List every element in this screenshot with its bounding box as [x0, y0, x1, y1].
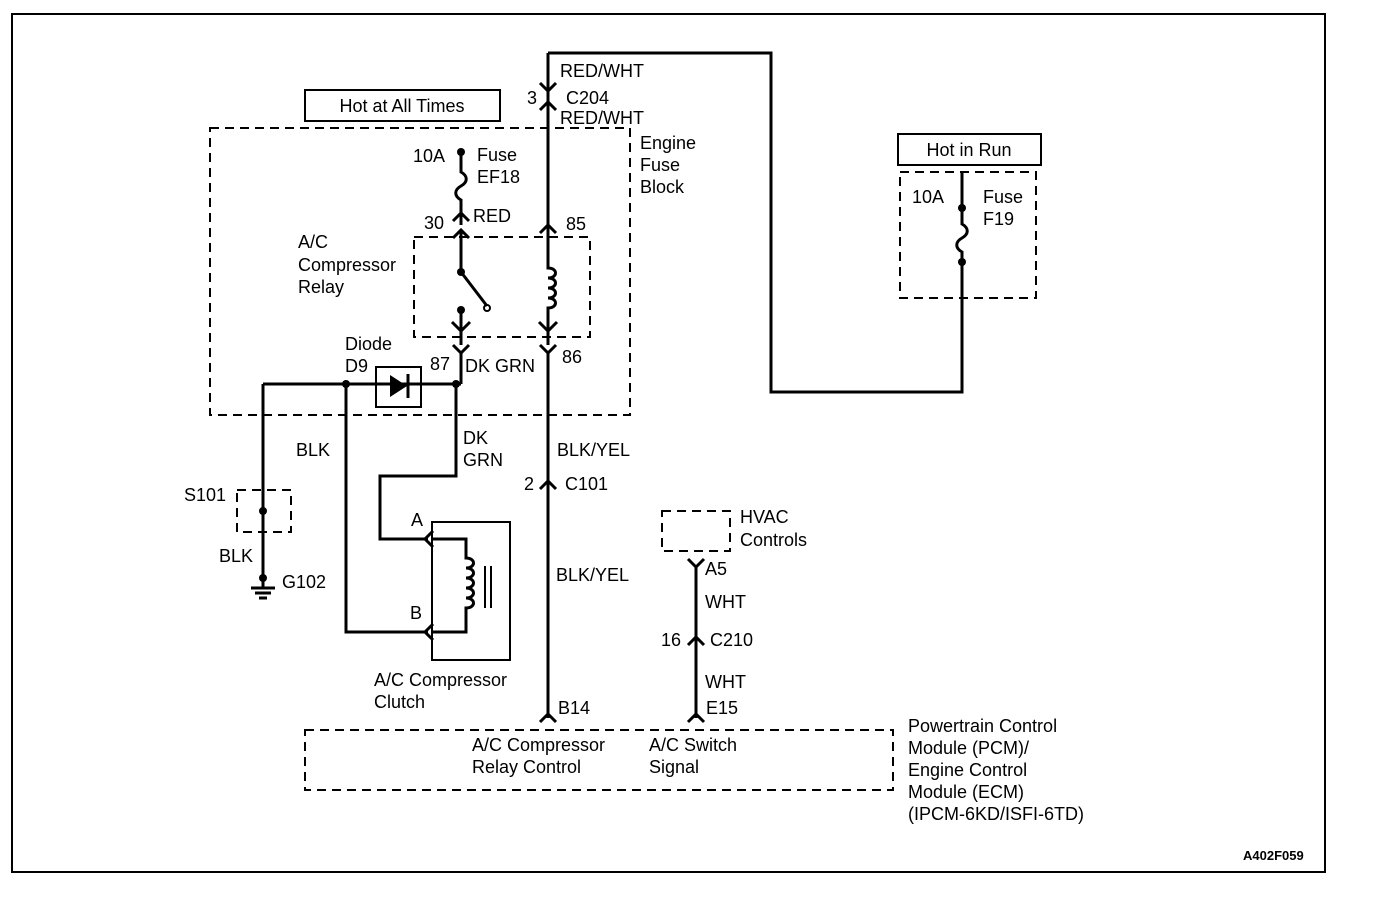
connector-c210-label: C210: [710, 630, 753, 650]
hvac-pin-a5-connector: [686, 557, 706, 570]
splice-s101-label: S101: [184, 485, 226, 505]
ground-g102-label: G102: [282, 572, 326, 592]
connector-c204-top: [538, 81, 558, 94]
relay-name-1: A/C: [298, 232, 328, 252]
connector-c210: [686, 634, 706, 647]
pcm-pin-b14-label: B14: [558, 698, 590, 718]
relay-switch-output-dot: [457, 306, 465, 314]
splice-s101-dot: [259, 507, 267, 515]
relay-pin-86-connector: [538, 343, 558, 356]
connector-c101-label: C101: [565, 474, 608, 494]
clutch-pin-a-connector: [422, 529, 435, 549]
splice-s101-outline: [236, 489, 292, 533]
relay-coil-arrow: [537, 320, 559, 334]
wire-dk-grn-label-2a: DK: [463, 428, 488, 448]
ac-compressor-relay-outline: [413, 236, 591, 338]
hvac-pin-a5-label: A5: [705, 559, 727, 579]
hot-in-run-label: Hot in Run: [926, 140, 1011, 160]
connector-c101: [538, 478, 558, 491]
hot-in-run-box: [897, 133, 1042, 166]
pcm-outline: [304, 729, 894, 791]
relay-switch-arrow: [450, 320, 472, 334]
diode-name-1: Diode: [345, 334, 392, 354]
pcm-pin-b14-connector: [538, 711, 558, 724]
relay-pin-87-connector: [451, 343, 471, 356]
pcm-pin-e15-label: E15: [706, 698, 738, 718]
hvac-controls-name-2: Controls: [740, 530, 807, 550]
relay-pin-85-label: 85: [566, 214, 586, 234]
figure-code: A402F059: [1243, 848, 1304, 863]
pcm-name-1: Powertrain Control: [908, 716, 1057, 736]
pcm-switch-signal-1: A/C Switch: [649, 735, 737, 755]
fuse-f19-name-2: F19: [983, 209, 1014, 229]
engine-fuse-block-label-2: Fuse: [640, 155, 680, 175]
engine-fuse-block-label-1: Engine: [640, 133, 696, 153]
wire-wht-label-2: WHT: [705, 672, 746, 692]
connector-c204-pin: 3: [527, 88, 537, 108]
connector-c210-pin: 16: [661, 630, 681, 650]
wire-red-wht: [546, 51, 964, 394]
hvac-controls-name-1: HVAC: [740, 507, 789, 527]
clutch-core-lines: [484, 566, 492, 608]
connector-c101-pin: 2: [524, 474, 534, 494]
pcm-relay-control-1: A/C Compressor: [472, 735, 605, 755]
clutch-coil-symbol: [433, 537, 475, 634]
hvac-controls-outline: [661, 510, 731, 552]
relay-name-2: Compressor: [298, 255, 396, 275]
fuse-f19-outline: [899, 171, 1037, 299]
relay-name-3: Relay: [298, 277, 344, 297]
diode-name-2: D9: [345, 356, 368, 376]
fuse-f19-rating: 10A: [912, 187, 944, 207]
relay-pin-86-label: 86: [562, 347, 582, 367]
clutch-name-2: Clutch: [374, 692, 425, 712]
engine-fuse-block-label-3: Block: [640, 177, 685, 197]
relay-pin-30-label: 30: [424, 213, 444, 233]
diode-d9-symbol: [390, 375, 407, 397]
wire-dk-grn-label-1: DK GRN: [465, 356, 535, 376]
pcm-name-4: Module (ECM): [908, 782, 1024, 802]
wire-red-label: RED: [473, 206, 511, 226]
ac-compressor-clutch-box: [431, 521, 511, 661]
pcm-relay-control-2: Relay Control: [472, 757, 581, 777]
clutch-pin-a-label: A: [411, 510, 423, 530]
fuse-ef18-rating: 10A: [413, 146, 445, 166]
pcm-name-5: (IPCM-6KD/ISFI-6TD): [908, 804, 1084, 824]
relay-switch-contact: [483, 304, 491, 312]
relay-switch-arm: [459, 271, 489, 307]
fuse-ef18-symbol: [454, 152, 468, 225]
clutch-name-1: A/C Compressor: [374, 670, 507, 690]
hot-at-all-times-box: [304, 89, 501, 122]
clutch-pin-b-connector: [422, 622, 435, 642]
wire-red-wht-label-2: RED/WHT: [560, 108, 644, 128]
relay-coil-symbol: [546, 225, 557, 345]
wire-wht-label-1: WHT: [705, 592, 746, 612]
fuse-f19-symbol: [955, 208, 969, 262]
ground-g102-symbol: [251, 578, 275, 600]
fuse-f19-name-1: Fuse: [983, 187, 1023, 207]
wire-blk-label-2: BLK: [219, 546, 253, 566]
wire-dk-grn-clutch: [378, 384, 458, 541]
fuse-ef18-name-1: Fuse: [477, 145, 517, 165]
fuse-ef18-name-2: EF18: [477, 167, 520, 187]
wire-clutch-return: [344, 384, 428, 634]
pcm-switch-signal-2: Signal: [649, 757, 699, 777]
wire-dk-grn-label-2b: GRN: [463, 450, 503, 470]
pcm-pin-e15-connector: [686, 711, 706, 724]
connector-c204-bottom: [538, 99, 558, 112]
wire-blk-label-1: BLK: [296, 440, 330, 460]
diode-d9-box: [375, 366, 422, 408]
hot-at-all-times-label: Hot at All Times: [339, 96, 464, 116]
fuse-f19-bottom-terminal: [958, 258, 966, 266]
diagram-frame: [11, 13, 1326, 873]
clutch-pin-b-label: B: [410, 603, 422, 623]
connector-c204-label: C204: [566, 88, 609, 108]
relay-pin-87-label: 87: [430, 354, 450, 374]
pcm-name-2: Module (PCM)/: [908, 738, 1029, 758]
wire-red-wht-label-1: RED/WHT: [560, 61, 644, 81]
engine-fuse-block-outline: [209, 127, 631, 416]
wire-blk-yel-label-2: BLK/YEL: [556, 565, 629, 585]
wire-blk-yel-label-1: BLK/YEL: [557, 440, 630, 460]
pcm-name-3: Engine Control: [908, 760, 1027, 780]
